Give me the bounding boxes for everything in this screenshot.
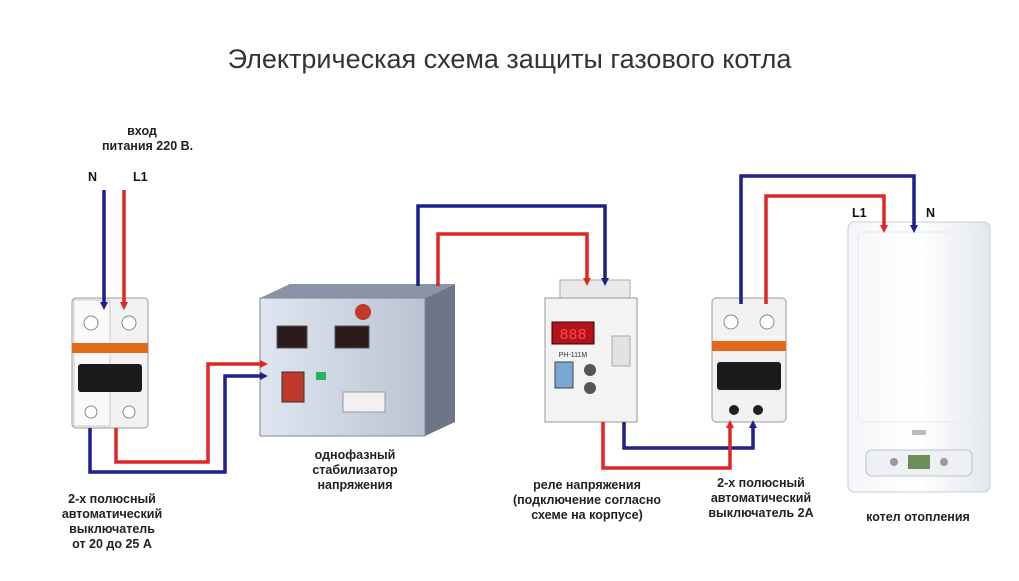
input-label: вход питания 220 В. <box>102 124 194 154</box>
input-l1-label: L1 <box>133 170 148 184</box>
relay-label-line: реле напряжения <box>533 478 641 492</box>
main-breaker-label-line: от 20 до 25 А <box>72 537 152 551</box>
relay-model: РН-111М <box>559 352 588 359</box>
voltage-stabilizer <box>259 284 455 437</box>
boiler-breaker-label-line: выключатель 2А <box>708 506 814 520</box>
relay-to-breaker-neutral <box>622 420 757 450</box>
main-breaker-label-line: автоматический <box>61 507 163 521</box>
voltage-relay: 888 РН-111М <box>544 279 638 423</box>
breaker-to-boiler-neutral <box>739 174 918 304</box>
main-breaker-label-line: 2-х полюсный <box>68 492 156 506</box>
relay-display: 888 <box>559 327 586 344</box>
input-label-line1: вход <box>127 124 157 138</box>
boiler-n-label: N <box>926 206 936 220</box>
main-breaker-label-line: выключатель <box>69 522 155 536</box>
boiler-breaker-label: 2-х полюсный автоматический выключатель … <box>696 476 826 521</box>
relay-label: реле напряжения (подключение согласно сх… <box>502 478 672 523</box>
diagram-title: Электрическая схема защиты газового котл… <box>227 44 792 74</box>
breaker-to-stabilizer-live <box>114 360 268 464</box>
boiler-breaker <box>711 297 787 423</box>
breaker-to-boiler-live <box>764 194 888 304</box>
neutral-wires <box>88 174 918 474</box>
stabilizer-label-line: напряжения <box>317 478 393 492</box>
stabilizer-logo-icon <box>355 304 371 320</box>
relay-label-line: схеме на корпусе) <box>531 508 643 522</box>
gas-boiler <box>847 221 991 493</box>
stabilizer-label-line: стабилизатор <box>312 463 398 477</box>
breaker-to-stabilizer-neutral <box>88 372 268 474</box>
input-label-line2: питания 220 В. <box>102 139 194 153</box>
relay-to-breaker-live <box>601 420 734 470</box>
stabilizer-to-relay-live <box>436 232 591 286</box>
relay-label-line: (подключение согласно <box>512 493 662 507</box>
boiler-breaker-label-line: 2-х полюсный <box>717 476 805 490</box>
live-wires <box>114 190 888 470</box>
stabilizer-to-relay-neutral <box>416 204 609 286</box>
main-breaker-label: 2-х полюсный автоматический выключатель … <box>52 492 172 552</box>
boiler-breaker-label-line: автоматический <box>710 491 812 505</box>
input-n-label: N <box>88 170 98 184</box>
boiler-label: котел отопления <box>866 510 970 524</box>
main-breaker <box>71 297 149 429</box>
stabilizer-label: однофазный стабилизатор напряжения <box>300 448 410 493</box>
boiler-l1-label: L1 <box>852 206 867 220</box>
stabilizer-label-line: однофазный <box>314 448 396 462</box>
